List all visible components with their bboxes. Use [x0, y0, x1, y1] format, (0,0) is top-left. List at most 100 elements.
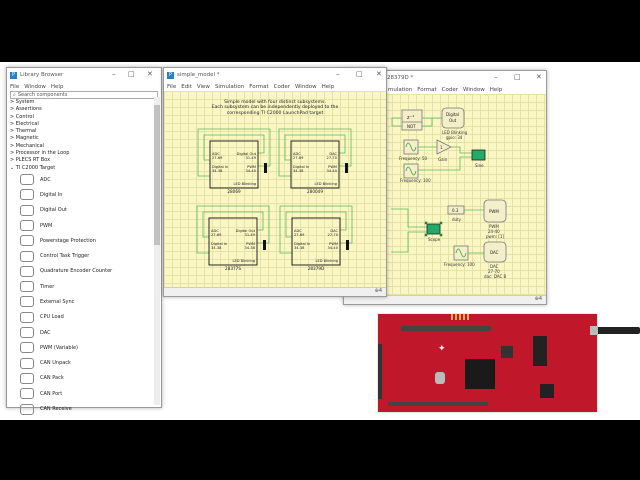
menu-coder[interactable]: Coder: [441, 86, 459, 93]
maximize-button[interactable]: □: [128, 70, 135, 78]
category-item[interactable]: > Processor in the Loop: [7, 150, 161, 157]
sine-source-50[interactable]: [403, 139, 419, 155]
menu-window[interactable]: Window: [294, 83, 317, 90]
dac-block[interactable]: DAC: [483, 241, 507, 263]
component-item[interactable]: Quadrature Encoder Counter: [7, 264, 161, 279]
menu-view[interactable]: View: [196, 83, 210, 90]
pwm-block[interactable]: PWM: [483, 199, 507, 223]
minimize-button[interactable]: –: [494, 73, 498, 81]
minimize-button[interactable]: –: [336, 70, 340, 78]
maximize-button[interactable]: □: [356, 70, 363, 78]
component-item[interactable]: PWM (Variable): [7, 340, 161, 355]
menu-file[interactable]: File: [10, 83, 20, 90]
component-item[interactable]: Control Task Trigger: [7, 248, 161, 263]
scrollbar[interactable]: [154, 97, 160, 405]
output1-pins: 27-70: [327, 156, 338, 160]
frequency-50-label: Frequency: 50: [399, 156, 428, 161]
component-item[interactable]: CAN Port: [7, 386, 161, 401]
minimize-button[interactable]: –: [112, 70, 116, 78]
component-item[interactable]: External Sync: [7, 294, 161, 309]
component-item[interactable]: CAN Unpack: [7, 356, 161, 371]
category-item[interactable]: > System: [7, 99, 161, 106]
component-item[interactable]: PWM: [7, 218, 161, 233]
component-item[interactable]: ADC: [7, 172, 161, 187]
output1-port-label: Digital Out: [237, 152, 257, 156]
chevron-down-icon: ⌄: [10, 164, 16, 171]
search-placeholder: Search components: [17, 92, 68, 98]
category-item[interactable]: > Electrical: [7, 121, 161, 128]
menu-help[interactable]: Help: [489, 86, 503, 93]
menu-window[interactable]: Window: [24, 83, 46, 90]
digital-out-caption: LED Blinking: [442, 130, 468, 135]
scope-block[interactable]: [424, 221, 443, 237]
category-label: Assertions: [15, 106, 42, 113]
component-item[interactable]: CAN Pack: [7, 371, 161, 386]
adc-pins: 27-69: [293, 156, 304, 160]
status-bar: ⊕4: [344, 295, 546, 304]
sine-source-100[interactable]: [403, 163, 419, 179]
component-icon: [20, 204, 34, 216]
digital-out-line1: Digital: [446, 112, 459, 117]
chevron-right-icon: >: [10, 157, 16, 164]
category-item[interactable]: > Control: [7, 114, 161, 121]
model-canvas[interactable]: Simple model with four distinct subsyste…: [164, 91, 386, 287]
sine-source-dac[interactable]: [453, 245, 469, 261]
search-input[interactable]: ⌕Search components: [10, 91, 158, 99]
component-item[interactable]: Powerstage Protection: [7, 233, 161, 248]
category-label: TI C2000 Target: [15, 164, 56, 171]
category-item[interactable]: > Assertions: [7, 106, 161, 113]
category-item[interactable]: > Mechanical: [7, 143, 161, 150]
maximize-button[interactable]: □: [514, 73, 521, 81]
plecs-icon: P: [10, 71, 17, 79]
menu-edit[interactable]: Edit: [181, 83, 192, 90]
component-item[interactable]: CAN Receive: [7, 401, 161, 416]
menu-simulation[interactable]: mulation: [388, 86, 413, 93]
component-icon: [20, 265, 34, 277]
status-bar: ⊕4: [164, 287, 386, 296]
digital-in-pins: 34-38: [212, 169, 223, 173]
menu-help[interactable]: Help: [50, 83, 64, 90]
duty-label: duty: [452, 217, 462, 222]
adc-pins: 27-69: [212, 156, 223, 160]
menu-help[interactable]: Help: [321, 83, 335, 90]
category-item[interactable]: > PLECS RT Box: [7, 157, 161, 164]
digital-out-gpio: gpio: 34: [446, 135, 463, 140]
close-button[interactable]: ✕: [536, 73, 542, 81]
chevron-right-icon: >: [10, 113, 16, 120]
scrollbar-thumb[interactable]: [154, 105, 160, 245]
component-item[interactable]: Digital Out: [7, 203, 161, 218]
gain-block[interactable]: 1: [436, 139, 452, 155]
menu-coder[interactable]: Coder: [273, 83, 290, 90]
component-item[interactable]: DAC: [7, 325, 161, 340]
category-item[interactable]: > Magnetic: [7, 135, 161, 142]
close-button[interactable]: ✕: [147, 70, 153, 78]
pwm-pins: 34-40: [328, 246, 339, 250]
close-button[interactable]: ✕: [376, 70, 382, 78]
dac-channel: dac: DAC B: [484, 274, 507, 279]
digital-in-port-label: Digital In: [212, 165, 228, 169]
component-icon: [20, 174, 34, 186]
duty-constant[interactable]: 0.3: [447, 205, 465, 215]
component-item[interactable]: CPU Load: [7, 310, 161, 325]
sine-scope[interactable]: [471, 149, 486, 161]
category-item[interactable]: > Thermal: [7, 128, 161, 135]
menu-window[interactable]: Window: [463, 86, 485, 93]
pwm-port-label: PWM: [328, 165, 337, 169]
component-icon: [20, 281, 34, 293]
component-item[interactable]: Digital In: [7, 187, 161, 202]
menu-simulation[interactable]: Simulation: [214, 83, 245, 90]
category-item[interactable]: ⌄ TI C2000 Target: [7, 165, 161, 172]
adc-port-label: ADC: [211, 229, 219, 233]
component-item[interactable]: Timer: [7, 279, 161, 294]
menu-file[interactable]: File: [167, 83, 177, 90]
menu-format[interactable]: Format: [417, 86, 437, 93]
menu-format[interactable]: Format: [249, 83, 269, 90]
